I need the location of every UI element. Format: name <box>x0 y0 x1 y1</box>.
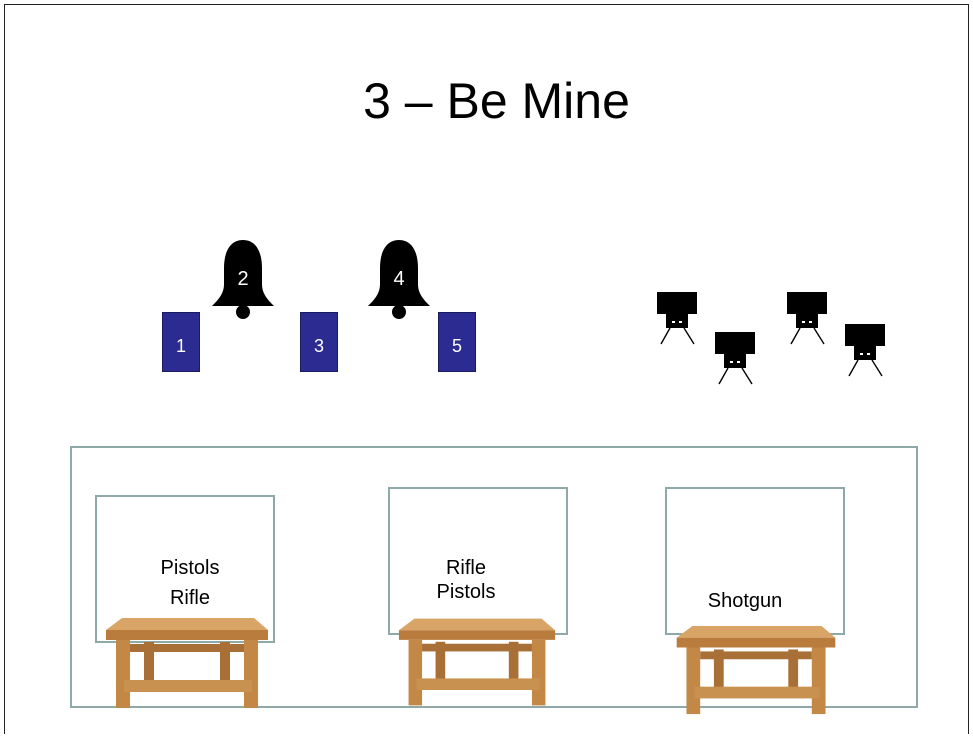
bell-icon <box>212 240 274 319</box>
table-icon <box>398 618 556 706</box>
station-2-label: Rifle Pistols <box>406 556 526 604</box>
bell-icon <box>368 240 430 319</box>
station-1-line2: Rifle <box>169 587 210 609</box>
slide-title: 3 – Be Mine <box>363 73 630 129</box>
thrower-icon <box>787 292 827 345</box>
paper-target-5: 5 <box>438 312 476 372</box>
target-number: 1 <box>175 336 186 356</box>
bell-target-2: 2 <box>210 238 276 320</box>
station-3-line1: Shotgun <box>707 590 783 612</box>
station-1-box <box>95 495 275 643</box>
target-number: 3 <box>313 336 324 356</box>
target-number: 5 <box>451 336 462 356</box>
paper-target-3: 3 <box>300 312 338 372</box>
station-1-label: Pistols Rifle <box>130 556 250 610</box>
table-icon <box>106 618 268 708</box>
station-2-line2: Pistols <box>436 581 496 603</box>
station-3-label: Shotgun <box>685 589 805 613</box>
shooting-area <box>70 446 918 708</box>
thrower-icon <box>845 324 885 377</box>
paper-target-1: 1 <box>162 312 200 372</box>
bell-number: 4 <box>393 268 405 290</box>
thrower-icon <box>715 332 755 385</box>
station-1-line1: Pistols <box>160 557 220 579</box>
station-2-line1: Rifle <box>445 557 486 579</box>
thrower-icon <box>657 292 697 345</box>
bell-number: 2 <box>237 268 249 290</box>
bell-target-4: 4 <box>366 238 432 320</box>
table-icon <box>676 625 836 715</box>
